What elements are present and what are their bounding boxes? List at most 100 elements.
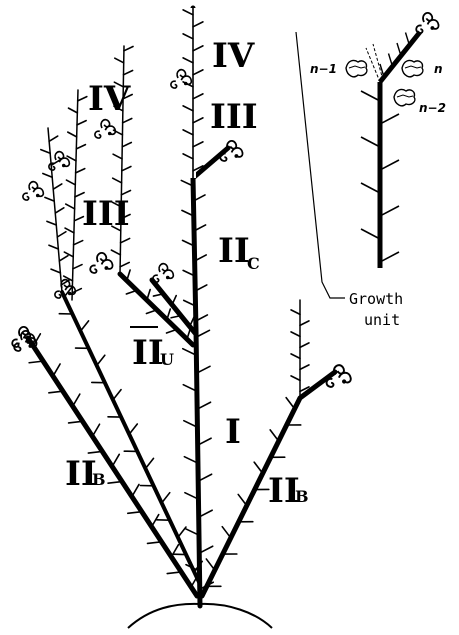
leaf-tick (113, 154, 122, 159)
inset-leaf-tick (406, 33, 410, 46)
leaf-tick (78, 97, 87, 101)
label-axis-I: I (225, 412, 241, 452)
leaf-tick (41, 150, 50, 154)
inset-leaf-tick (380, 206, 399, 216)
leaf-tick (178, 527, 186, 537)
tendril-cluster (90, 253, 112, 273)
leaf-tick (59, 256, 68, 261)
leaf-tick (291, 376, 300, 381)
inset-leaf-n-minus-1 (346, 60, 367, 76)
leaf-tick (291, 310, 300, 315)
tendril-cluster (95, 120, 115, 138)
label-axis-III-left: III (82, 194, 130, 234)
axis-middle-branch (62, 292, 199, 582)
inset-leaf-tick (361, 91, 380, 101)
label-axis-IIb-right-sub: B (295, 487, 309, 506)
shoot-axes (28, 8, 335, 606)
label-axis-IIb-left-sub: B (92, 470, 106, 489)
leaf-tick (73, 265, 82, 269)
inset-label-growth: Growth (349, 290, 403, 308)
leaf-tick (53, 364, 60, 376)
inset-leaf-tick (380, 160, 399, 170)
leaf-tick (76, 169, 85, 173)
leaf-tick (148, 542, 162, 544)
inset-leaf-n (402, 60, 423, 76)
leaf-tick (81, 321, 89, 331)
inset-leaves (346, 60, 423, 105)
leaf-tick (66, 204, 75, 209)
leaf-tick (113, 178, 122, 183)
leaf-tick (115, 58, 124, 63)
leaf-tick (77, 121, 86, 125)
label-axis-III-center: III (210, 97, 258, 137)
leaf-tick (162, 493, 170, 503)
inset-label-unit: unit (364, 311, 400, 329)
leaf-tick (74, 241, 83, 245)
label-axis-IV-left: IV (88, 79, 131, 119)
leaf-tick (120, 262, 129, 266)
leaf-tick (286, 398, 294, 409)
inset-label-n: n (434, 62, 443, 76)
axis-III-center-shoot (193, 148, 228, 178)
leaf-tick (49, 245, 58, 249)
leaf-tick (88, 451, 102, 453)
inset-leaf-tick (361, 229, 380, 239)
leaf-tick (122, 166, 131, 170)
leaf-tick (167, 572, 181, 574)
tendril-cluster (23, 182, 43, 200)
leaf-tick (206, 559, 214, 570)
leaf-tick (112, 454, 119, 466)
leaf-tick (72, 289, 81, 293)
leaf-tick (254, 462, 262, 473)
leaf-tick (145, 458, 153, 468)
leaf-tick (270, 430, 278, 441)
inset-apex-tendril (416, 13, 438, 33)
inset-leaf-tick (380, 252, 399, 262)
leaf-tick (55, 208, 64, 213)
leaf-tick (29, 361, 43, 363)
leaf-tick (51, 269, 60, 273)
leaf-tick (124, 46, 133, 50)
leaf-tick (300, 343, 309, 348)
leaf-tick (76, 145, 85, 149)
leaf-tick (132, 484, 139, 496)
leaf-tick (68, 132, 77, 137)
inset-leaf-tick (380, 114, 399, 124)
leaf-tick (222, 527, 230, 538)
leaf-tick (291, 354, 300, 359)
leaf-tick (238, 494, 246, 505)
leaf-tick (68, 108, 77, 113)
label-axis-IIu-sub: U (160, 350, 174, 369)
leaf-tick (69, 421, 83, 423)
growth-unit-inset: n−1 n n−2 Growth unit (296, 32, 446, 329)
leaf-tick (128, 512, 142, 514)
leaf-tick (123, 70, 132, 74)
leaf-tick (49, 136, 58, 141)
leaf-tick (121, 238, 130, 242)
leaf-tick (45, 197, 54, 201)
leaf-tick (291, 332, 300, 337)
leaf-tick (57, 232, 66, 237)
leaf-tick (97, 355, 105, 365)
leaf-tick (122, 142, 131, 146)
inset-leaf-tick (361, 137, 380, 147)
leaf-tick (111, 250, 120, 255)
leaf-tick (300, 365, 309, 370)
tendril-cluster (153, 264, 173, 282)
label-axis-IIc: II (218, 231, 250, 271)
leaf-tick (123, 118, 132, 122)
inset-leaf-tick (397, 43, 401, 56)
leaf-tick (113, 390, 121, 400)
leaf-tick (47, 221, 56, 225)
leaf-tick (300, 321, 309, 326)
inset-leaf-tick (361, 183, 380, 193)
leaf-tick (53, 184, 62, 189)
inset-node-n-minus-1-dash (366, 48, 380, 82)
label-axis-IIc-sub: C (247, 254, 260, 273)
inset-label-n-minus-2: n−2 (419, 101, 446, 115)
leaf-tick (73, 394, 80, 406)
inset-leaf-tick (389, 54, 393, 67)
leaf-tick (108, 482, 122, 484)
